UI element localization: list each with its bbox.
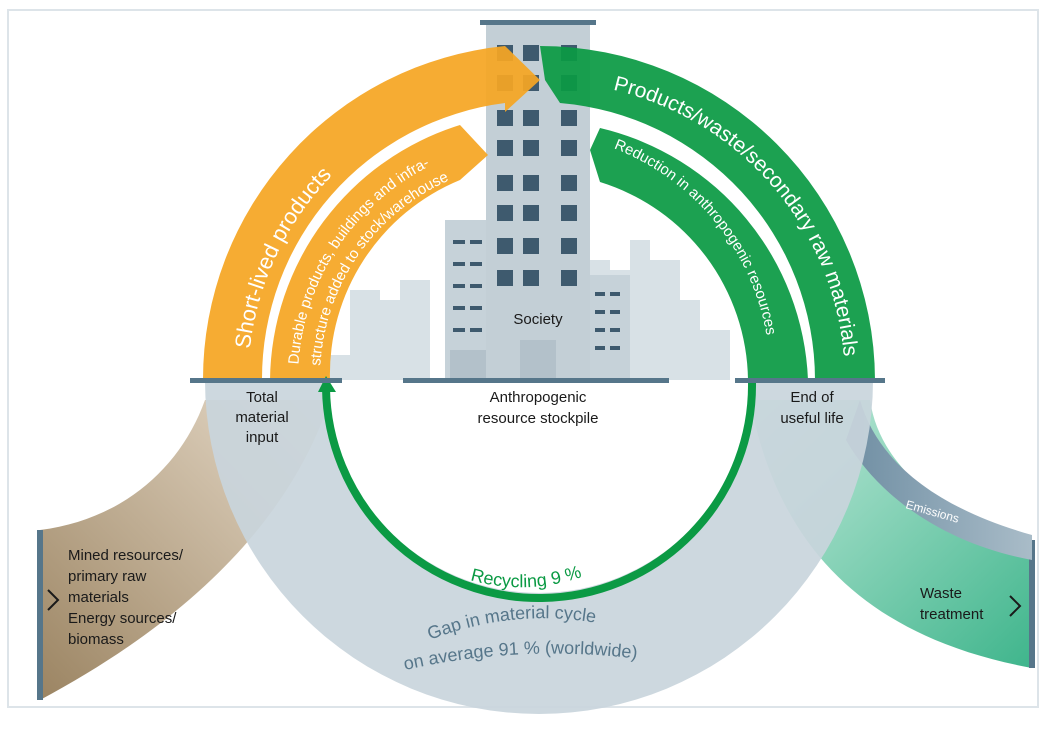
stockpile-label-1: Anthropogenic — [490, 389, 587, 406]
mined-label-2: primary raw — [68, 568, 147, 585]
baseline-center — [403, 378, 669, 383]
emissions-band — [846, 400, 1032, 560]
waste-label-1: Waste — [920, 585, 962, 602]
mined-label-3: materials — [68, 589, 129, 606]
stockpile-label-2: resource stockpile — [478, 410, 599, 427]
mined-label-5: biomass — [68, 631, 124, 648]
mined-label-1: Mined resources/ — [68, 547, 184, 564]
durable-products-arc — [270, 125, 488, 380]
total-label-2: material — [235, 409, 288, 426]
total-label-3: input — [246, 429, 279, 446]
society-label: Society — [513, 311, 563, 328]
gap-arc — [205, 380, 873, 714]
input-chevron-right-icon — [47, 589, 60, 611]
waste-label-2: treatment — [920, 606, 984, 623]
end-label-2: useful life — [780, 410, 843, 427]
short-lived-products-arc — [202, 46, 541, 380]
reduction-arc — [590, 128, 808, 380]
baseline-left — [190, 378, 342, 383]
end-label-1: End of — [790, 389, 834, 406]
output-boundary — [1029, 540, 1035, 668]
products-waste-arc — [540, 46, 875, 380]
baseline-right — [735, 378, 885, 383]
output-chevron-right-icon — [1009, 595, 1022, 617]
input-boundary — [37, 530, 43, 700]
total-label-1: Total — [246, 389, 278, 406]
recycling-arrowhead — [318, 376, 336, 392]
mined-label-4: Energy sources/ — [68, 610, 177, 627]
recycling-arc — [322, 381, 757, 602]
